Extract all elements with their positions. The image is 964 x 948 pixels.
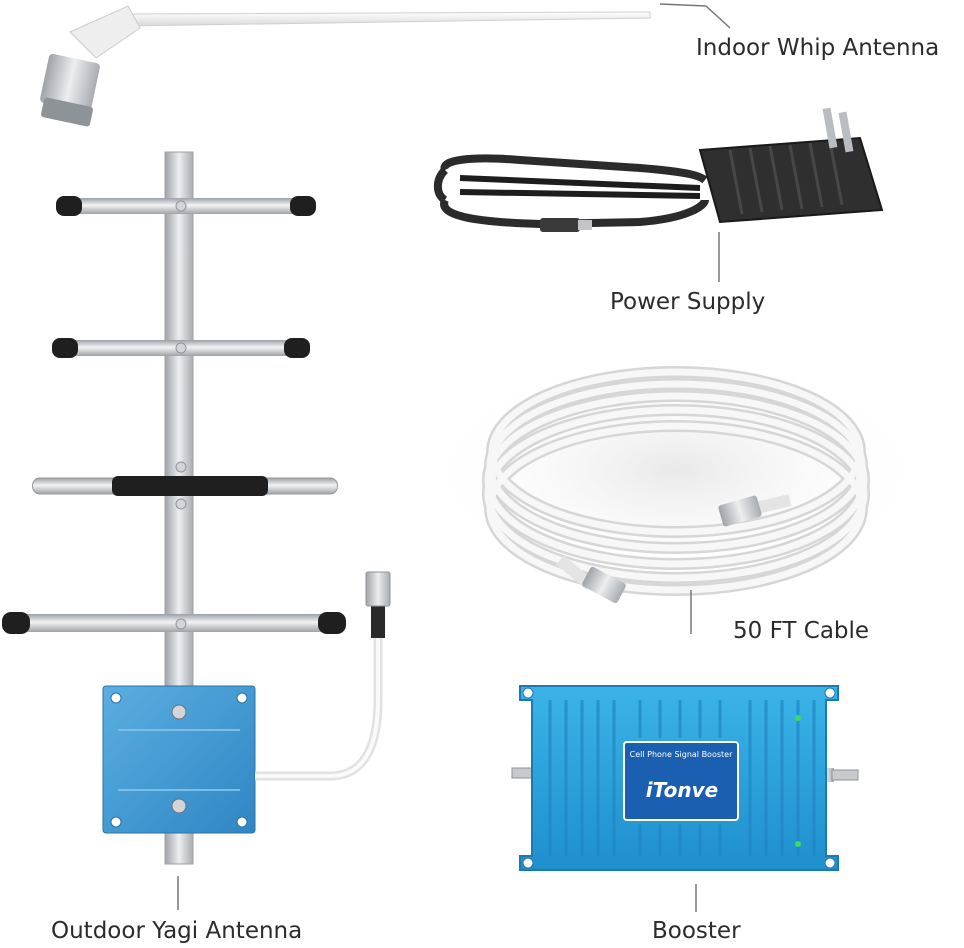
cable-label: 50 FT Cable: [733, 618, 870, 644]
indoor-whip-antenna-label: Indoor Whip Antenna: [696, 35, 940, 61]
signal-booster: [511, 685, 859, 912]
indoor-whip-antenna: [40, 3, 731, 127]
yagi-antenna: [2, 151, 391, 910]
power-supply: [433, 107, 884, 282]
coax-cable: [416, 350, 936, 634]
booster-subtitle: Cell Phone Signal Booster: [629, 750, 733, 759]
power-supply-label: Power Supply: [610, 289, 766, 315]
outdoor-yagi-antenna-label: Outdoor Yagi Antenna: [51, 918, 303, 944]
booster-brand-logo: iTonve: [645, 778, 719, 802]
booster-label: Booster: [652, 918, 741, 944]
